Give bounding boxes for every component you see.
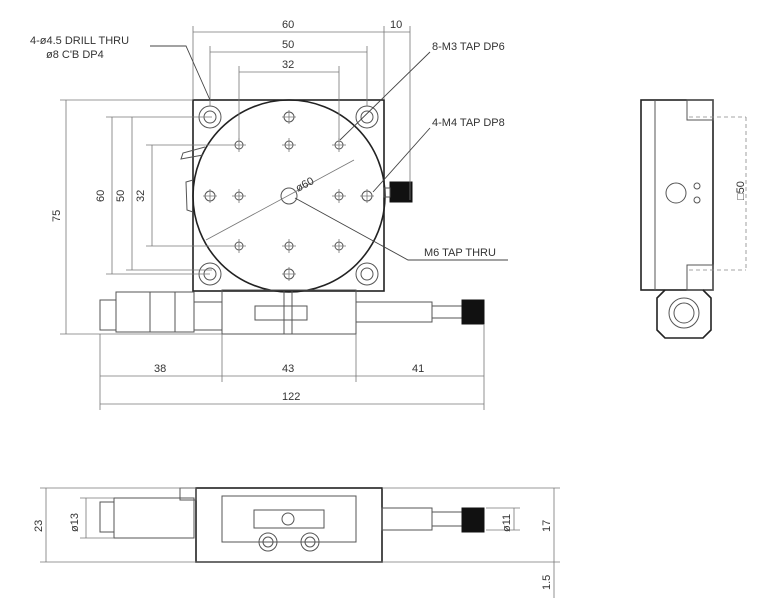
dim-left-50: 50 [115,190,127,202]
dim-left-60: 60 [95,190,107,202]
label-m3-tap: 8-M3 TAP DP6 [432,41,505,53]
dim-side-phi13: ø13 [69,513,81,532]
lock-lever [185,179,194,213]
dim-bottom-122: 122 [282,391,300,403]
dim-side-23: 23 [33,520,45,532]
front-view [40,487,560,598]
label-cbore: ø8 C'B DP4 [46,49,104,61]
top-view [60,26,485,410]
dim-side-17: 17 [541,520,553,532]
label-m6-tap: M6 TAP THRU [424,247,496,259]
center-m6-hole [280,187,298,205]
dim-top-10: 10 [390,19,402,31]
rotary-table [192,99,386,293]
label-m4-tap: 4-M4 TAP DP8 [432,117,505,129]
dim-bottom-43: 43 [282,363,294,375]
top-knob [389,181,413,203]
dim-top-50: 50 [282,39,294,51]
top-micrometer [99,289,485,335]
dim-left-32: 32 [135,190,147,202]
dim-top-32: 32 [282,59,294,71]
dim-side-phi11: ø11 [501,514,513,532]
dim-bottom-41: 41 [412,363,424,375]
label-phi60: ø60 [294,175,316,195]
dim-top-60: 60 [282,19,294,31]
side-view [640,99,747,339]
label-drill-thru: 4-ø4.5 DRILL THRU [30,35,129,47]
dim-side-1-5: 1.5 [541,575,553,590]
label-sq50: □50 [735,181,747,200]
dim-left-75: 75 [51,210,63,222]
dim-bottom-38: 38 [154,363,166,375]
